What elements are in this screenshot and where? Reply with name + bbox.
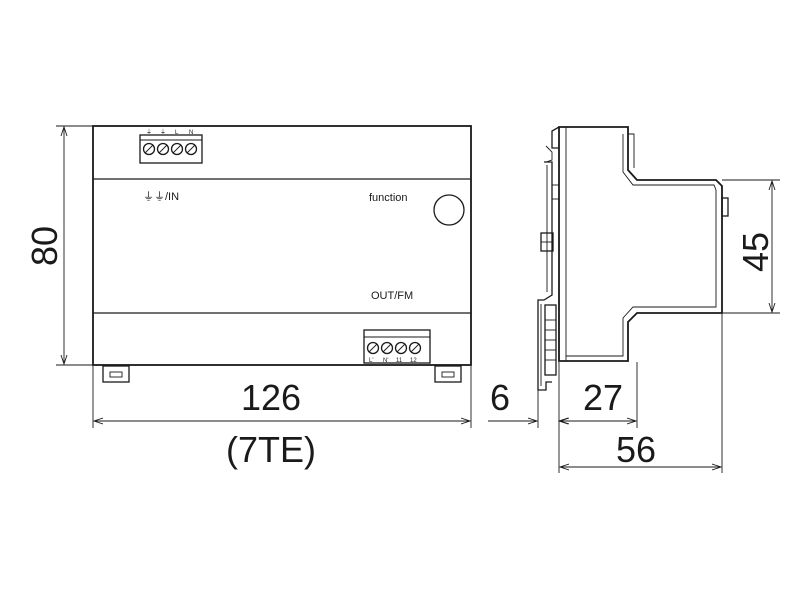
terminal-label-pe1: ⏚ (146, 129, 152, 136)
side-view (537, 126, 729, 391)
dimension-width: 126 (7TE) (92, 366, 472, 470)
din-rail (537, 161, 553, 391)
rail-height-value: 45 (735, 232, 776, 272)
dimension-rail-height: 45 (722, 179, 780, 314)
dimension-height: 80 (24, 125, 93, 366)
terminal-label-11: 11 (396, 358, 403, 364)
total-depth-value: 56 (616, 429, 656, 470)
dimension-total-depth: 56 (560, 314, 723, 473)
input-label: ⏚⏚/IN (143, 190, 179, 203)
front-depth-value: 27 (583, 377, 623, 418)
left-foot (102, 365, 130, 383)
terminal-label-n-out: N' (383, 358, 388, 364)
housing-outline (92, 125, 472, 366)
terminal-label-12: 12 (410, 358, 417, 364)
function-label: function (369, 192, 408, 204)
dimension-rail-depth: 6 (488, 377, 580, 428)
terminal-label-pe2: ⏚ (160, 129, 166, 136)
input-terminal-block: ⏚ ⏚ L N (139, 129, 203, 164)
output-label: OUT/FM (371, 290, 413, 302)
front-view: ⏚ ⏚ L N ⏚⏚/IN function OUT/FM L' N' 11 1… (92, 125, 472, 383)
height-value: 80 (24, 226, 65, 266)
dimension-front-depth: 27 (558, 362, 638, 473)
function-led (433, 194, 465, 226)
rail-depth-value: 6 (490, 377, 510, 418)
side-body-outline (558, 126, 723, 362)
terminal-label-l: L (175, 130, 179, 136)
right-foot (434, 365, 462, 383)
terminal-label-l-out: L' (369, 358, 373, 364)
width-units: (7TE) (226, 429, 316, 470)
width-value: 126 (241, 377, 301, 418)
terminal-label-n: N (189, 130, 193, 136)
output-terminal-block: L' N' 11 12 (363, 329, 431, 364)
